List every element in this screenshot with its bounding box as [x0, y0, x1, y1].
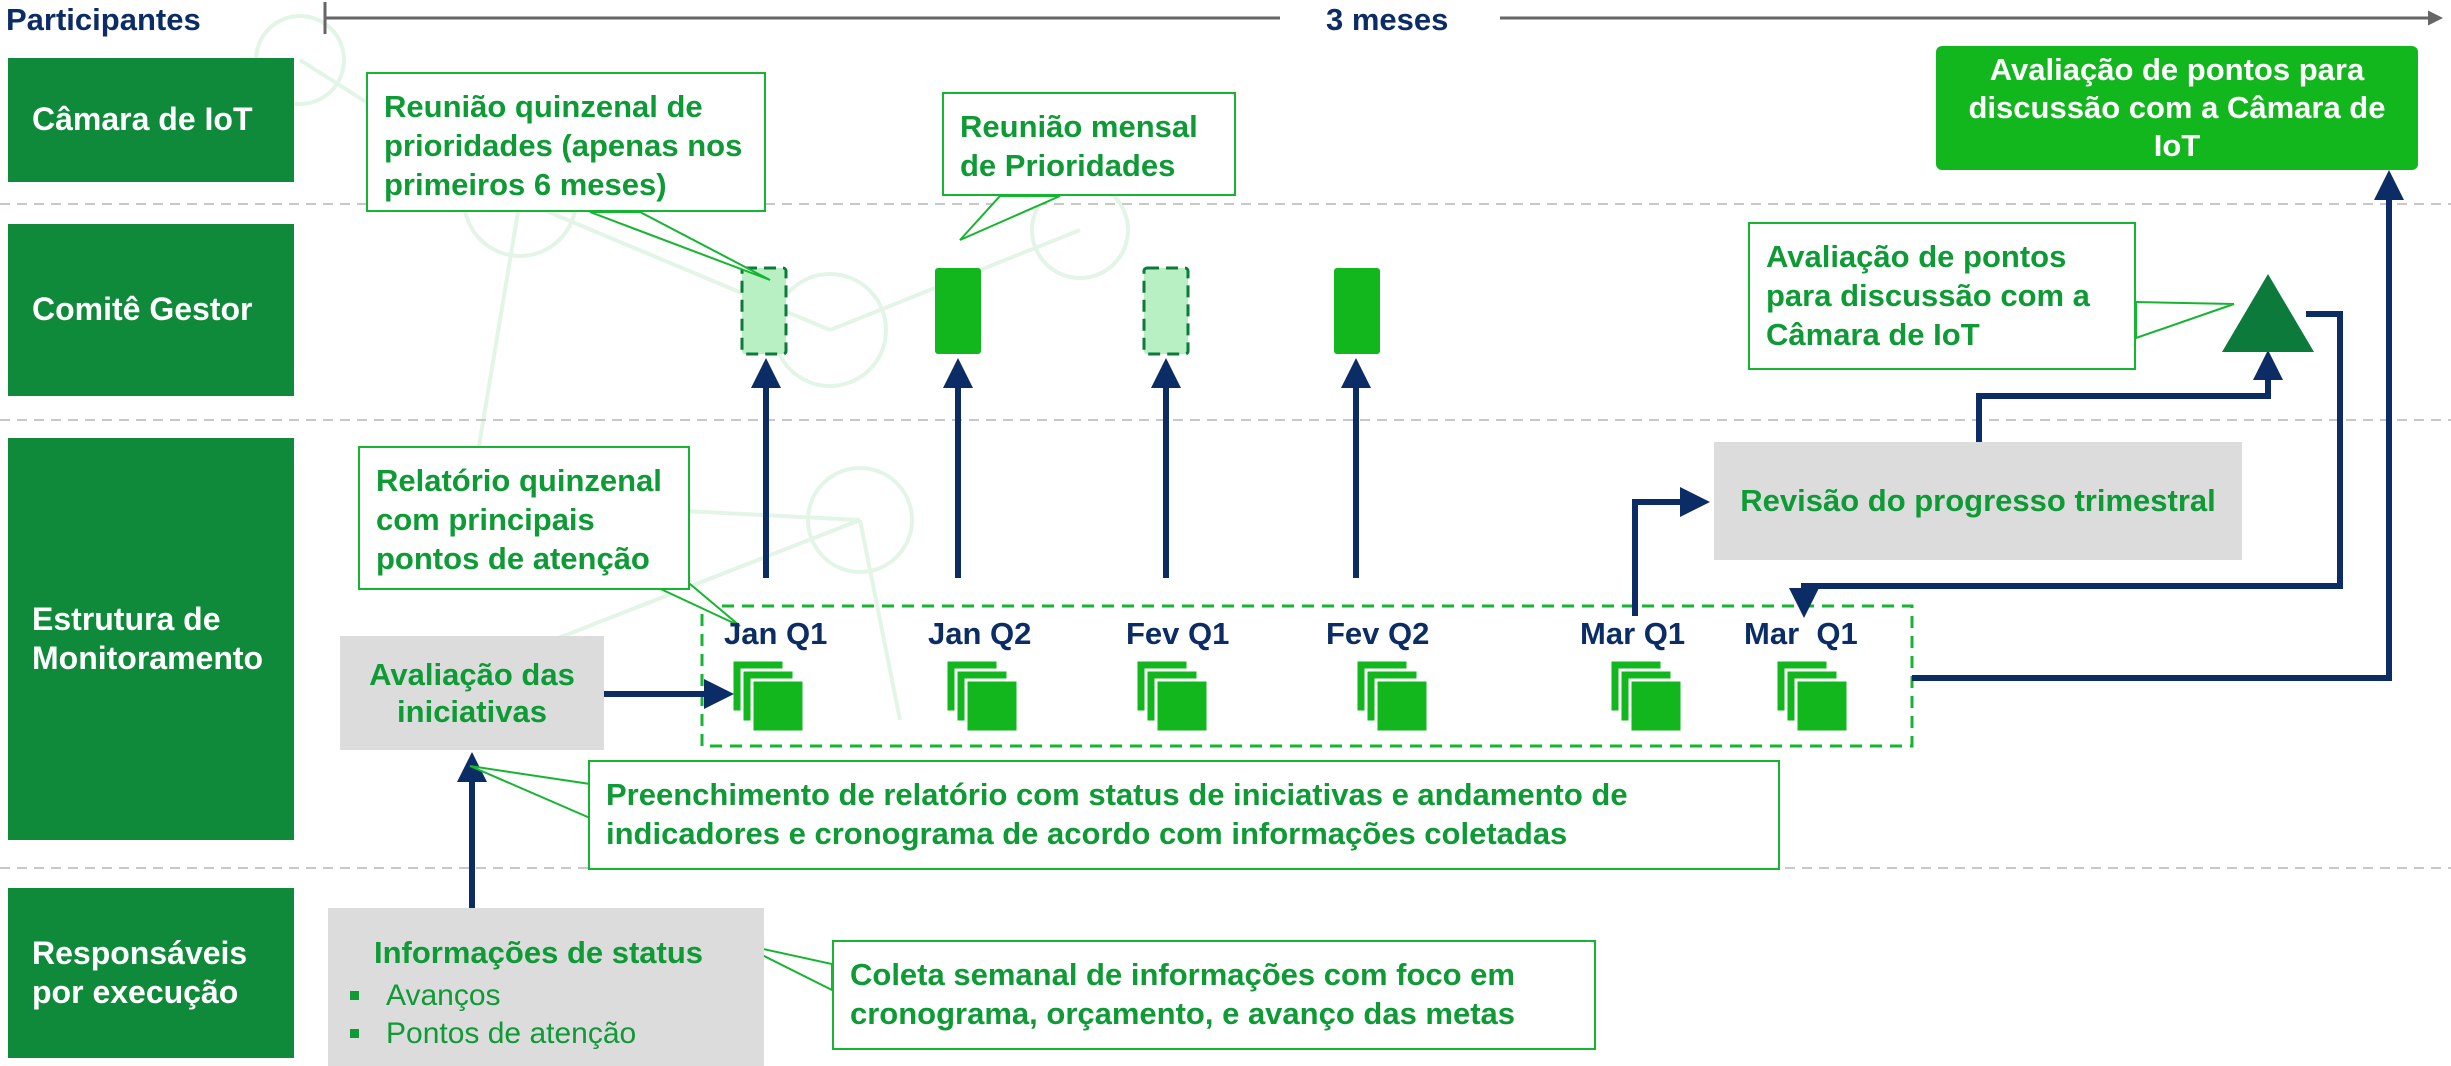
- period-label: Jan Q2: [928, 616, 1032, 651]
- period-label: Jan Q1: [724, 616, 828, 651]
- period-label: Mar Q1: [1580, 616, 1686, 651]
- status-item: Pontos de atenção: [346, 1015, 764, 1053]
- avaliacao-iniciativas-box: Avaliação das iniciativas: [340, 636, 604, 750]
- lane-label: Câmara de IoT: [32, 101, 253, 138]
- meeting-marker-mensal: [1334, 268, 1380, 354]
- triangle-milestone-icon: [2222, 274, 2314, 352]
- participants-header: Participantes: [6, 2, 201, 37]
- informacoes-status-box: Informações de status Avanços Pontos de …: [328, 908, 764, 1066]
- lane-camara-iot: Câmara de IoT: [8, 58, 294, 182]
- document-stack-icon: [730, 658, 806, 734]
- callout-reuniao-quinzenal: Reunião quinzenal de prioridades (apenas…: [366, 72, 766, 212]
- lane-label: Comitê Gestor: [32, 291, 253, 328]
- timeline-label: 3 meses: [1326, 2, 1449, 37]
- document-stack-icons: [730, 658, 1850, 734]
- period-label: Mar Q1: [1744, 616, 1858, 651]
- meeting-marker-quinzenal: [740, 266, 788, 356]
- period-label: Fev Q1: [1126, 616, 1230, 651]
- arrow-review-to-triangle: [1976, 350, 2283, 442]
- lane-comite-gestor: Comitê Gestor: [8, 224, 294, 396]
- document-stack-icon: [1354, 658, 1430, 734]
- status-box-title: Informações de status: [374, 935, 704, 970]
- lane-estrutura-monitoramento: Estrutura de Monitoramento: [8, 438, 294, 840]
- arrow-triangle-to-marq1: [1789, 311, 2343, 618]
- report-arrows: [751, 358, 1371, 578]
- periods-group-box: [700, 604, 1914, 748]
- lane-label: Responsáveis por execução: [32, 934, 248, 1010]
- lane-responsaveis-execucao: Responsáveis por execução: [8, 888, 294, 1058]
- document-stack-icon: [1134, 658, 1210, 734]
- callout-relatorio-quinzenal: Relatório quinzenal com principais ponto…: [358, 446, 690, 590]
- document-stack-icon: [944, 658, 1020, 734]
- status-items-list: Avanços Pontos de atenção: [350, 977, 764, 1053]
- arrow-to-camara: [1912, 170, 2404, 681]
- meeting-marker-mensal: [935, 268, 981, 354]
- meeting-marker-quinzenal: [1142, 266, 1190, 356]
- period-label: Fev Q2: [1326, 616, 1430, 651]
- revisao-trimestral-box: Revisão do progresso trimestral: [1714, 442, 2242, 560]
- camara-evaluation-box: Avaliação de pontos para discussão com a…: [1936, 46, 2418, 170]
- status-item: Avanços: [346, 977, 764, 1015]
- callout-avaliacao-comite: Avaliação de pontos para discussão com a…: [1748, 222, 2136, 370]
- arrow-to-review: [1632, 487, 1710, 616]
- document-stack-icon: [1774, 658, 1850, 734]
- callout-reuniao-mensal: Reunião mensal de Prioridades: [942, 92, 1236, 196]
- document-stack-icon: [1608, 658, 1684, 734]
- timeline-line: [323, 2, 2443, 34]
- lane-label: Estrutura de Monitoramento: [32, 600, 264, 676]
- callout-preenchimento: Preenchimento de relatório com status de…: [588, 760, 1780, 870]
- callout-coleta-semanal: Coleta semanal de informações com foco e…: [832, 940, 1596, 1050]
